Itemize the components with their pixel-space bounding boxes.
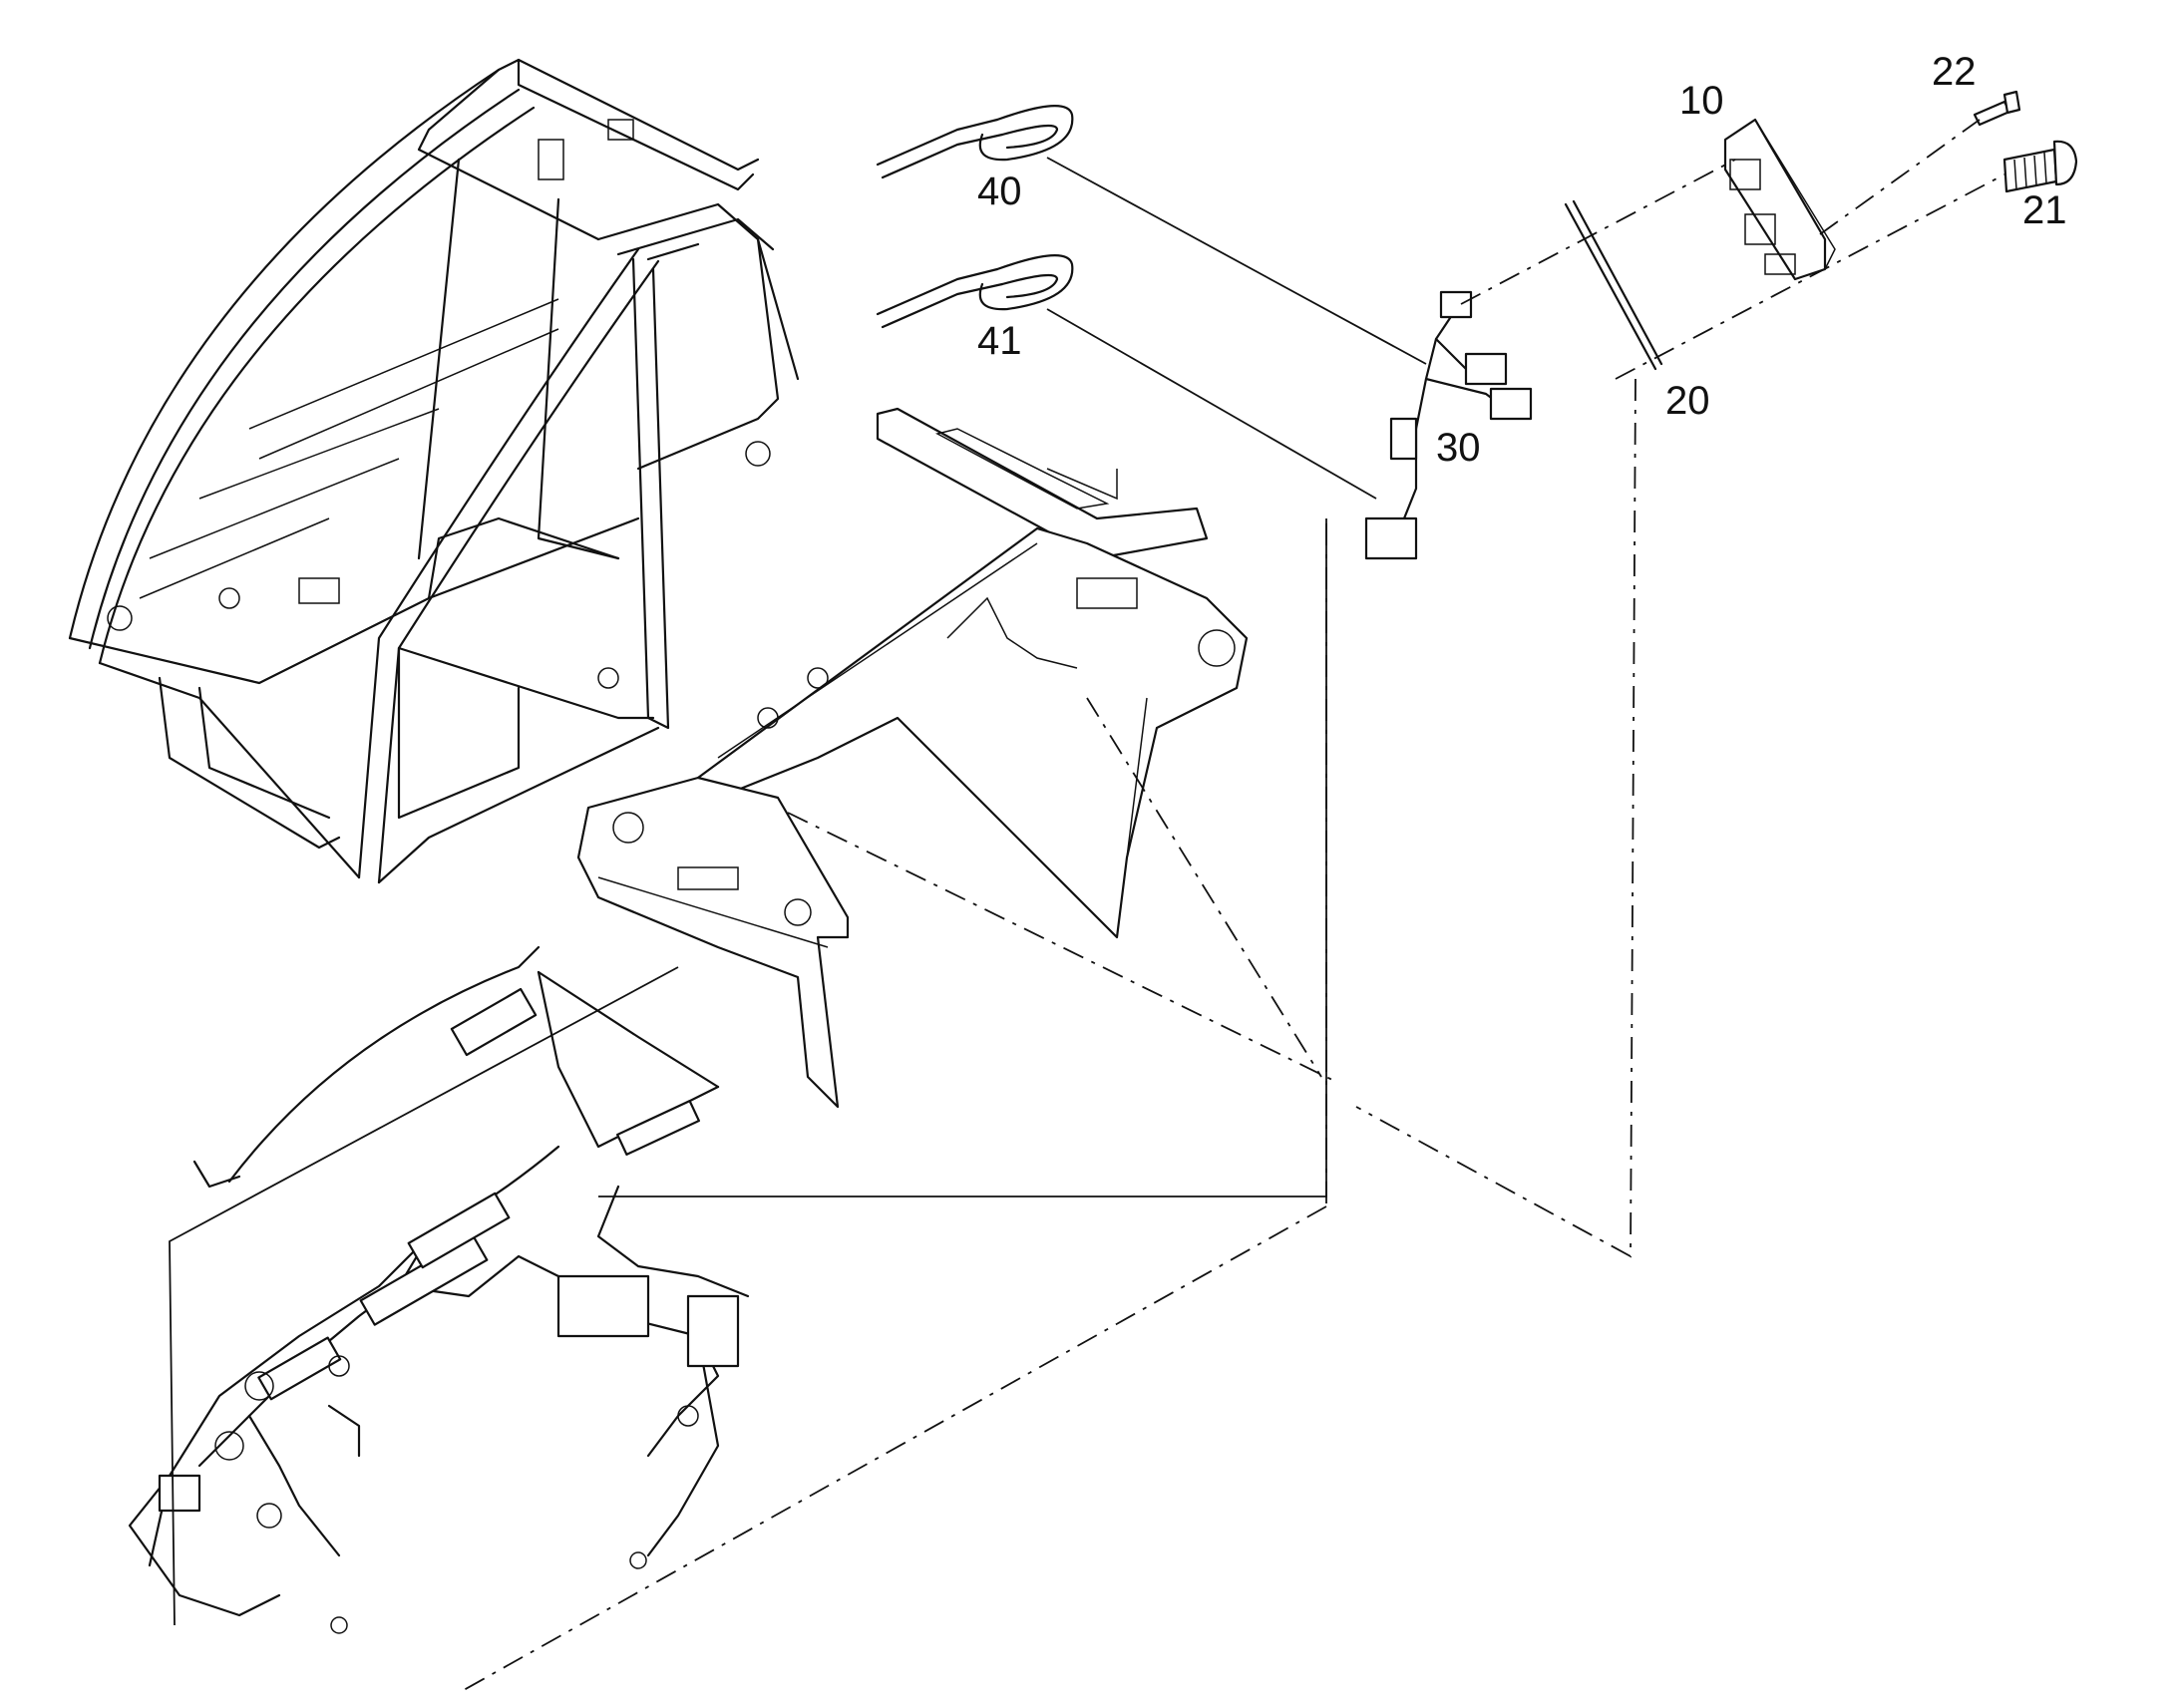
dashboard-panel [576, 776, 850, 1109]
center-console-panel [696, 526, 1249, 939]
callout-41: 41 [977, 319, 1022, 363]
screw-22 [1973, 90, 2021, 127]
callout-30: 30 [1436, 426, 1481, 470]
callout-22: 22 [1932, 50, 1977, 94]
callout-40: 40 [977, 170, 1022, 213]
callout-20: 20 [1665, 379, 1710, 423]
harness-assembly-30 [1364, 290, 1533, 560]
callout-21: 21 [2022, 188, 2067, 232]
main-wiring-harness [128, 945, 750, 1634]
cable-tie-40 [876, 105, 1074, 179]
grommet-21 [2002, 140, 2078, 193]
control-module-10 [1723, 118, 1836, 281]
callout-10: 10 [1679, 79, 1724, 123]
gasket-20 [1564, 199, 1663, 371]
assembly-lines [463, 119, 2005, 1691]
cable-tie-41 [876, 254, 1074, 329]
upper-panel [876, 407, 1209, 560]
cab-frame [68, 58, 800, 884]
